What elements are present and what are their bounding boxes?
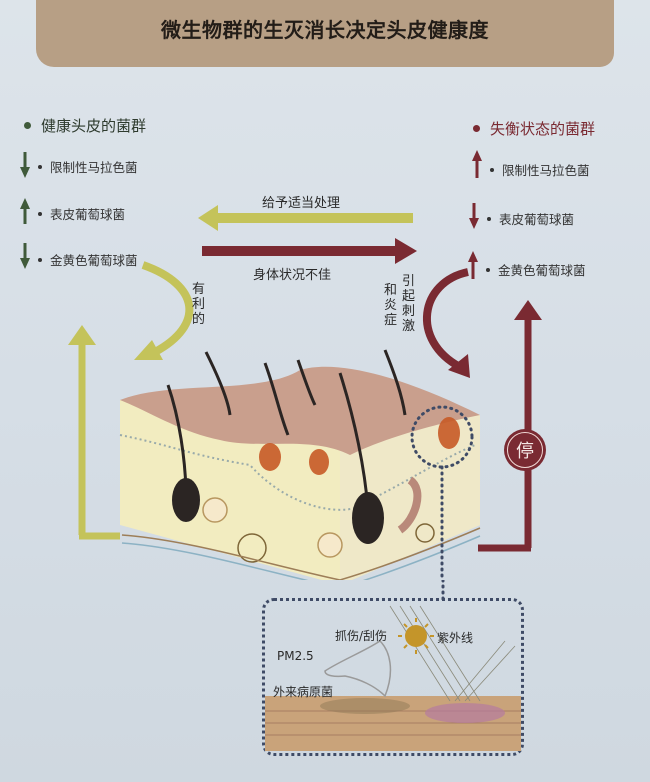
bullet-icon [38, 257, 42, 262]
external-factors-inset: 抓伤/刮伤 紫外线 PM2.5 外来病原菌 [262, 598, 524, 756]
bullet-dot-icon [473, 125, 480, 132]
pm25-label: PM2.5 [277, 649, 314, 663]
healthy-item-2-label-row: 表皮葡萄球菌 [38, 204, 125, 223]
inset-illustration [265, 605, 521, 751]
arrow-up-icon [20, 198, 30, 224]
bullet-icon [38, 164, 42, 169]
irritation-label-col1: 引起刺激 [402, 274, 416, 334]
arrow-up-icon [468, 251, 478, 279]
bullet-icon [490, 167, 494, 172]
stop-badge-label: 停 [507, 432, 543, 468]
arrow-down-icon [20, 152, 30, 178]
healthy-item-2-label: 表皮葡萄球菌 [50, 207, 126, 222]
imbalanced-item-1 [472, 150, 482, 182]
page-title: 微生物群的生灭消长决定头皮健康度 [161, 18, 489, 42]
imbalanced-group-title: 失衡状态的菌群 [473, 118, 595, 139]
pathogen-label: 外来病原菌 [273, 685, 334, 699]
healthy-group-label: 健康头皮的菌群 [41, 117, 147, 135]
to-healthy-label: 给予适当处理 [262, 196, 341, 211]
bullet-dot-icon [24, 122, 31, 129]
arrow-up-icon [472, 150, 482, 178]
beneficial-label: 有利的 [192, 282, 206, 327]
healthy-item-3 [20, 243, 30, 273]
irritation-label-col2: 和炎症 [384, 283, 398, 328]
arrow-down-icon [469, 203, 479, 229]
healthy-item-3-label-row: 金黄色葡萄球菌 [38, 250, 138, 269]
to-imbalanced-label: 身体状况不佳 [253, 268, 332, 283]
imbalanced-item-3-label-row: 金黄色葡萄球菌 [486, 260, 586, 279]
imbalanced-item-2-label: 表皮葡萄球菌 [499, 212, 575, 227]
arrow-down-icon [20, 243, 30, 269]
sun-icon [398, 618, 434, 654]
healthy-item-1-label-row: 限制性马拉色菌 [38, 157, 138, 176]
stop-badge: 停 [504, 429, 546, 471]
connector-dots [441, 580, 445, 600]
healthy-group-title: 健康头皮的菌群 [24, 115, 146, 136]
imbalanced-group-label: 失衡状态的菌群 [490, 120, 596, 138]
healthy-item-1-label: 限制性马拉色菌 [50, 160, 138, 175]
uv-label: 紫外线 [437, 631, 474, 645]
finger-scratch-icon [324, 640, 392, 698]
beneficial-curve-arrow-icon [141, 261, 194, 356]
healthy-item-2 [20, 198, 30, 228]
imbalanced-item-1-label-row: 限制性马拉色菌 [490, 160, 590, 179]
skin-cross-section-illustration [119, 349, 481, 580]
arrow-right-maroon-icon [202, 238, 417, 264]
bullet-icon [38, 211, 42, 216]
imbalanced-item-3-label: 金黄色葡萄球菌 [498, 263, 586, 278]
imbalanced-item-3 [468, 251, 478, 283]
imbalanced-item-2-label-row: 表皮葡萄球菌 [487, 209, 574, 228]
healthy-item-1 [20, 152, 30, 182]
scratch-label: 抓伤/刮伤 [335, 629, 388, 643]
imbalanced-item-1-label: 限制性马拉色菌 [502, 163, 590, 178]
bullet-icon [487, 216, 491, 221]
healthy-item-3-label: 金黄色葡萄球菌 [50, 253, 138, 268]
arrow-left-yellow-icon [198, 205, 413, 231]
title-banner: 微生物群的生灭消长决定头皮健康度 [36, 0, 614, 67]
bullet-icon [486, 267, 490, 272]
imbalanced-item-2 [469, 203, 479, 233]
